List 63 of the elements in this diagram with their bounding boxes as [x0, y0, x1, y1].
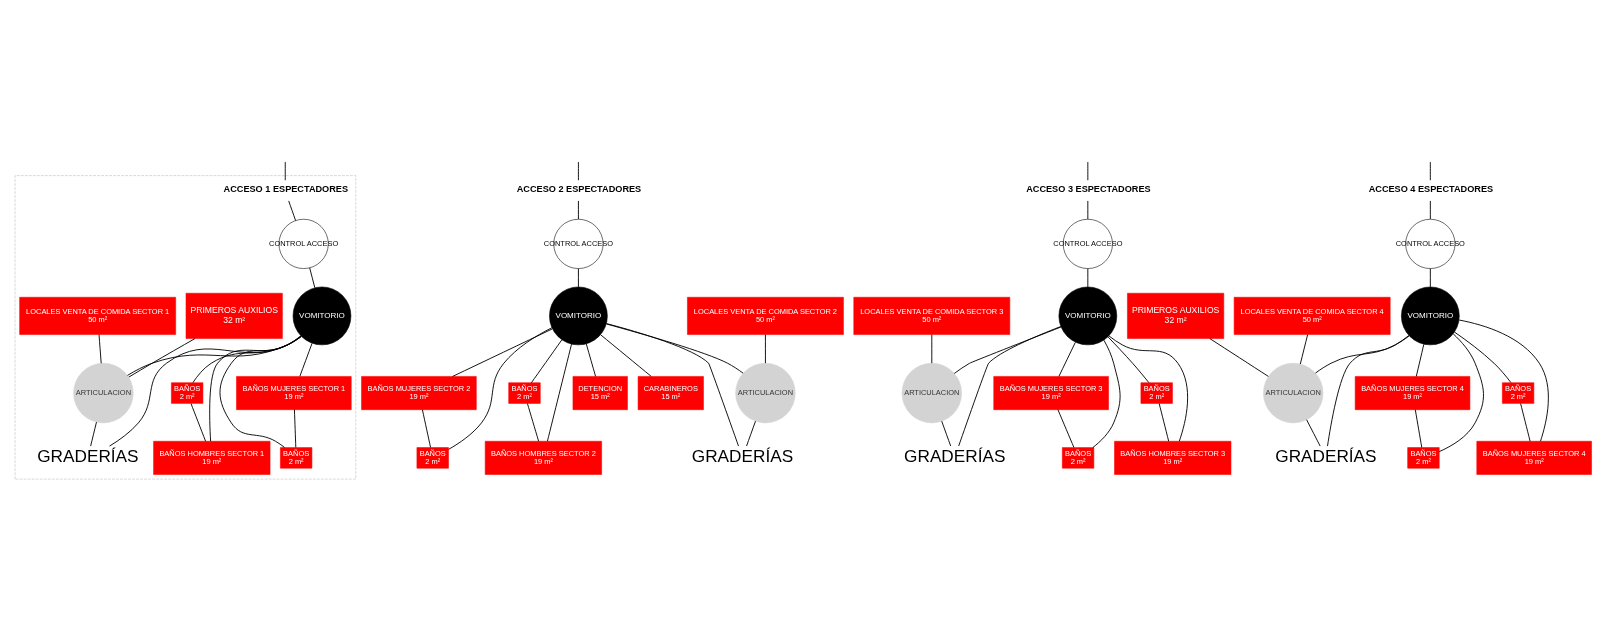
connector [527, 402, 540, 442]
connector [1087, 267, 1089, 287]
connector [1315, 334, 1410, 373]
connector [1520, 402, 1531, 442]
node-text: ACCESO 4 ESPECTADORES [1368, 183, 1494, 194]
connector [284, 161, 286, 181]
connector [1299, 333, 1309, 364]
connector [1429, 200, 1431, 219]
connector [1429, 267, 1431, 287]
connector [299, 342, 313, 377]
connector [1429, 161, 1431, 181]
connector [1414, 408, 1423, 448]
node-text: ACCESO 2 ESPECTADORES [516, 183, 642, 194]
connector [577, 200, 579, 219]
connector [1057, 408, 1075, 448]
connector [953, 326, 1062, 374]
connector [128, 337, 196, 377]
connector [452, 327, 553, 377]
node-text: ACCESO 3 ESPECTADORES [1026, 183, 1151, 194]
connector [585, 342, 597, 377]
node-box: PRIMEROS AUXILIOS 32 m² [1127, 292, 1225, 339]
node-text: GRADERÍAS [37, 445, 139, 466]
connector [109, 335, 302, 447]
connector [1453, 331, 1512, 383]
connector [958, 325, 1062, 446]
connector [764, 333, 766, 364]
cluster [14, 174, 357, 479]
connector [209, 335, 302, 442]
connector [288, 200, 297, 221]
node-text: GRADERÍAS [904, 445, 1006, 466]
node-text: ACCESO 1 ESPECTADORES [223, 183, 349, 194]
connector [127, 335, 302, 376]
connector [448, 326, 553, 450]
connector [746, 420, 756, 446]
node-box: PRIMEROS AUXILIOS 32 m² [185, 292, 283, 339]
connector [1438, 332, 1484, 452]
connector [294, 408, 297, 448]
connector [530, 338, 563, 383]
connector [577, 161, 579, 181]
connector [577, 267, 579, 287]
connector [605, 323, 744, 374]
connector [98, 333, 102, 364]
connector [547, 343, 572, 442]
connector [421, 408, 431, 448]
connector [1092, 339, 1121, 448]
connector [941, 420, 952, 446]
connector [1415, 343, 1425, 377]
connector [1209, 337, 1269, 377]
connector [600, 333, 652, 377]
connector [90, 421, 97, 447]
node-text: GRADERÍAS [1275, 445, 1377, 466]
connector [190, 402, 207, 442]
connector [1458, 319, 1549, 442]
connector [1107, 335, 1150, 383]
node-text: GRADERÍAS [691, 445, 794, 466]
connector [1058, 341, 1076, 377]
connector [309, 266, 316, 288]
connector [1306, 418, 1321, 447]
connector [1327, 334, 1410, 447]
connector [1158, 402, 1170, 442]
connector [605, 322, 739, 447]
connector [1108, 335, 1189, 442]
connector [1087, 200, 1089, 219]
